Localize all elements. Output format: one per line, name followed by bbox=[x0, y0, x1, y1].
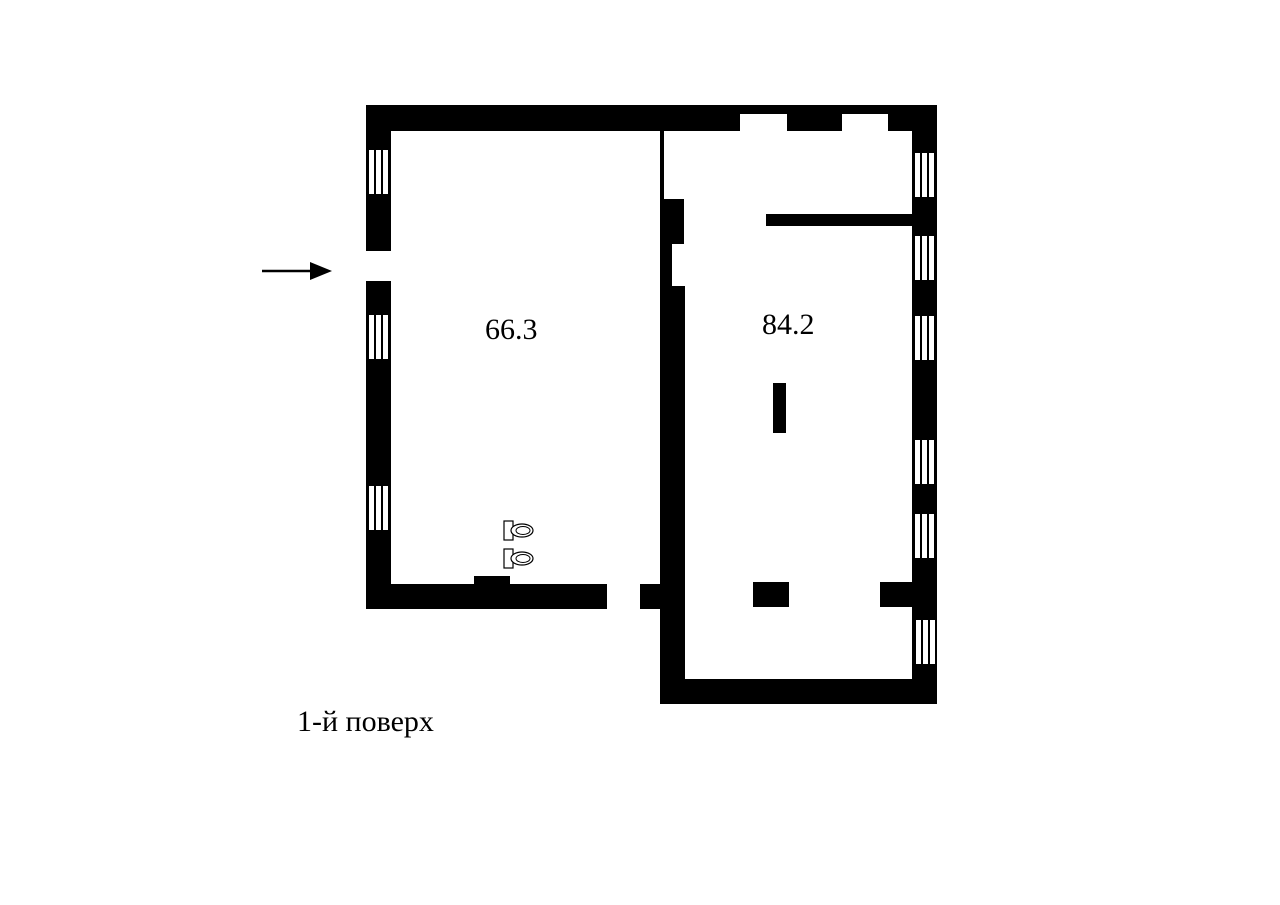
top-wall-right-a bbox=[660, 105, 740, 131]
window-left-3 bbox=[369, 486, 390, 530]
arrow-right-icon bbox=[262, 262, 332, 280]
room-area-right: 84.2 bbox=[762, 308, 815, 341]
room-area-left: 66.3 bbox=[485, 313, 538, 346]
column-bottom bbox=[753, 582, 789, 607]
window-right-3 bbox=[915, 316, 935, 360]
interior-partition-horizontal bbox=[766, 214, 914, 226]
window-right-4 bbox=[915, 440, 935, 484]
floor-label: 1-й поверх bbox=[297, 705, 434, 738]
top-wall-left bbox=[366, 105, 662, 131]
right-wall bbox=[912, 105, 937, 704]
pilaster-right bbox=[880, 582, 914, 607]
toilet-icon bbox=[503, 548, 534, 569]
window-right-5 bbox=[915, 514, 935, 558]
partition-block-upper bbox=[660, 199, 684, 244]
bottom-wall-left bbox=[366, 584, 607, 609]
window-left-2 bbox=[369, 315, 390, 359]
window-right-2 bbox=[915, 236, 935, 280]
window-right-1 bbox=[915, 153, 935, 197]
toilet-icon bbox=[503, 520, 534, 541]
top-wall-right-c bbox=[787, 105, 842, 131]
column-center bbox=[773, 383, 786, 433]
bottom-wall-right bbox=[660, 679, 937, 704]
window-left-1 bbox=[369, 150, 390, 194]
bottom-wall-niche bbox=[474, 576, 510, 586]
partition-thin-mid bbox=[660, 244, 672, 290]
partition-lower bbox=[660, 286, 685, 704]
window-right-6 bbox=[916, 620, 936, 664]
bottom-wall-stub bbox=[640, 584, 662, 609]
